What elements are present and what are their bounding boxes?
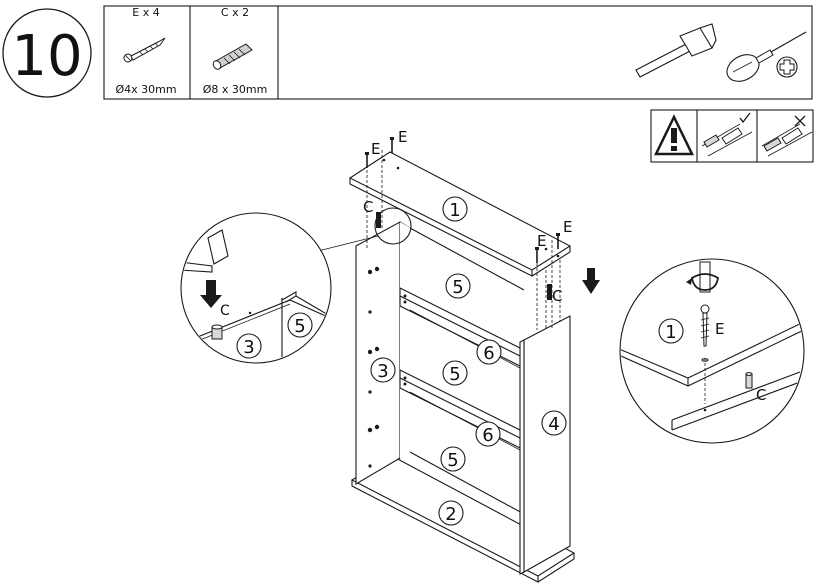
step-number: 10 xyxy=(2,8,92,98)
part-c-size: Ø8 x 30mm xyxy=(203,83,268,96)
incorrect-dowel-icon xyxy=(761,115,813,157)
label-part-5c: 5 xyxy=(447,450,458,471)
label-e-1: E xyxy=(371,140,380,158)
label-part-3: 3 xyxy=(377,361,388,382)
label-e-3: E xyxy=(537,232,546,250)
label-e-2: E xyxy=(398,128,407,146)
parts-table: E x 4 Ø4x 30mm C x 2 xyxy=(103,5,813,100)
screw-icon xyxy=(123,37,166,63)
part-e-qty: E x 4 xyxy=(132,6,159,19)
label-part-1: 1 xyxy=(449,200,460,221)
label-part-6b: 6 xyxy=(482,425,493,446)
correct-dowel-icon xyxy=(701,112,753,157)
step-number-text: 10 xyxy=(11,24,82,89)
right-detail-zoom: 1 E C xyxy=(619,258,805,444)
right-side-panel xyxy=(523,315,571,573)
dowel-c-left xyxy=(376,212,381,228)
label-part-5a: 5 xyxy=(452,277,463,298)
label-part-4: 4 xyxy=(548,414,559,435)
detail-label-c-right: C xyxy=(756,386,766,404)
dowel-icon xyxy=(212,43,253,70)
label-part-6a: 6 xyxy=(483,343,494,364)
detail-label-part-3: 3 xyxy=(243,337,254,358)
hammer-icon xyxy=(635,23,717,78)
label-part-5b: 5 xyxy=(449,364,460,385)
left-detail-zoom: C 3 5 xyxy=(180,207,412,364)
screw-e-markers xyxy=(365,137,560,263)
down-arrow-icon xyxy=(582,268,600,294)
detail-label-e: E xyxy=(715,320,724,338)
part-e-size: Ø4x 30mm xyxy=(115,83,176,96)
label-c-2: C xyxy=(552,287,562,305)
part-e-cell: E x 4 Ø4x 30mm xyxy=(115,6,176,96)
label-e-4: E xyxy=(563,218,572,236)
left-side-panel xyxy=(355,221,401,485)
warning-triangle-icon xyxy=(654,114,694,156)
detail-label-part-1: 1 xyxy=(665,322,676,343)
detail-label-part-5: 5 xyxy=(294,316,305,337)
dowel-c-right xyxy=(547,284,552,300)
label-part-2: 2 xyxy=(445,504,456,525)
phillips-screwdriver-icon xyxy=(726,31,807,82)
warning-box xyxy=(650,109,814,163)
part-c-qty: C x 2 xyxy=(221,6,249,19)
part-labels: 1 5 6 3 5 6 4 5 2 E E E E C C xyxy=(363,128,572,526)
part-c-cell: C x 2 Ø8 x 30mm xyxy=(203,6,268,96)
shelf-holes xyxy=(367,266,407,468)
label-c-1: C xyxy=(363,198,373,216)
detail-label-c-left: C xyxy=(220,303,230,319)
